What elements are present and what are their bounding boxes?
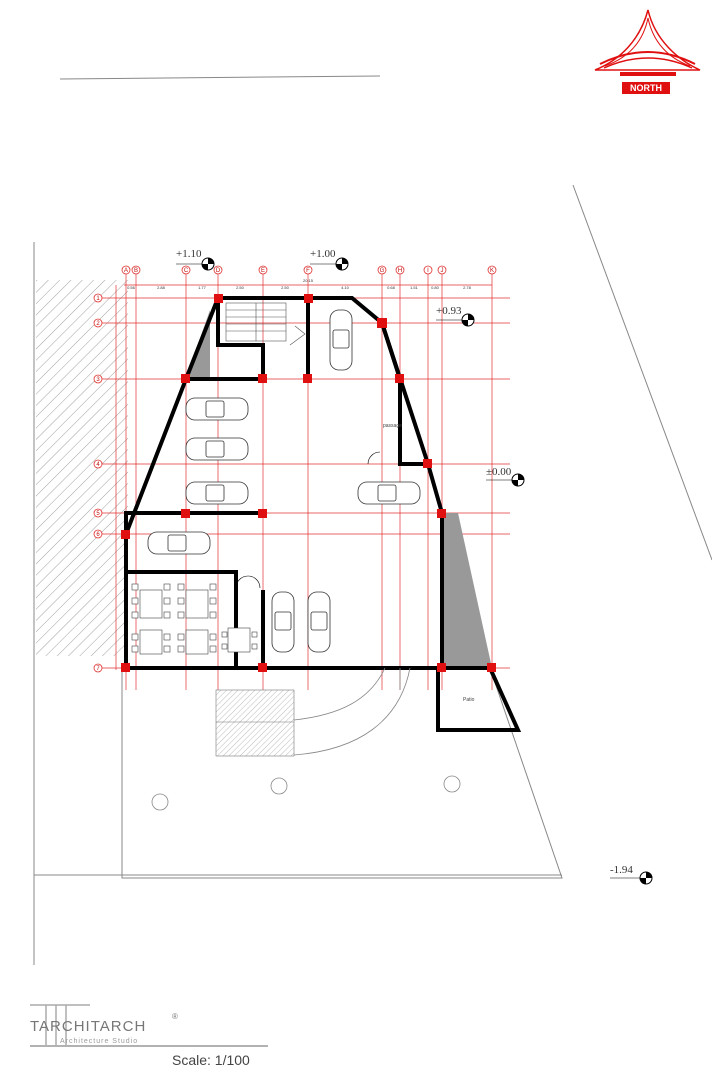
site-lower: [121, 667, 563, 879]
structural-columns: [121, 294, 496, 672]
grid-row-labels: 1 2 3 4 5 6 7: [96, 296, 100, 672]
dim-label: 0.80: [431, 285, 440, 290]
dim-label: 2.50: [281, 285, 290, 290]
level-top-left: +1.10: [176, 248, 202, 260]
room-label-patio: Patio: [463, 697, 475, 703]
grid-row-label: 2: [96, 321, 100, 327]
grid-col-label: J: [441, 268, 444, 274]
grid-col-label: H: [398, 268, 402, 274]
grid-column-bubbles: [121, 265, 497, 275]
north-arrow-icon: [594, 9, 701, 76]
grid-col-label: K: [490, 268, 494, 274]
car-icon: [307, 591, 331, 653]
dim-label: 1.77: [198, 285, 207, 290]
logo-subtitle: Architecture Studio: [60, 1038, 139, 1045]
neighbour-hatch: [36, 280, 128, 656]
grid-col-label: A: [124, 268, 128, 274]
car-icon: [329, 309, 353, 371]
ramp-hatch: [215, 689, 295, 757]
grid-col-label: F: [306, 268, 310, 274]
driveway: [293, 667, 411, 756]
car-icon: [271, 591, 295, 653]
scale-label: Scale: 1/100: [172, 1052, 250, 1068]
grid-row-label: 7: [96, 666, 100, 672]
dim-label: 2.50: [236, 285, 245, 290]
grid-col-label: I: [427, 268, 429, 274]
registered-mark: ®: [172, 1012, 178, 1021]
logo-mark: [30, 1004, 90, 1045]
dim-label: 0.56: [127, 285, 136, 290]
building-walls: [124, 296, 522, 732]
dim-label: 2.78: [463, 285, 472, 290]
grid-row-label: 3: [96, 377, 100, 383]
lamp-markers: [151, 775, 461, 811]
grid-col-label: G: [380, 268, 385, 274]
dim-label: 0.68: [387, 285, 396, 290]
grid-col-label: B: [134, 268, 138, 274]
dim-label: 1.51: [410, 285, 419, 290]
grid-row-bubbles: [93, 293, 103, 673]
car-icon: [185, 481, 249, 505]
grid-column-labels: A B C D E F G H I J K: [124, 268, 494, 274]
grid-col-label: E: [261, 268, 265, 274]
stair: [225, 302, 306, 346]
car-icon: [147, 531, 211, 555]
top-line: [59, 75, 381, 80]
logo-text: TARCHITARCH: [30, 1018, 147, 1035]
level-right-mid: ±0.00: [486, 466, 512, 478]
grid-col-label: C: [184, 268, 189, 274]
site-boundary-right: [572, 184, 712, 561]
grid-col-label: D: [216, 268, 221, 274]
grid-row-label: 1: [96, 296, 100, 302]
car-icon: [185, 437, 249, 461]
door-arc-2: [235, 575, 261, 589]
grid-row-label: 6: [96, 532, 100, 538]
dimension-labels: 0.56 2.88 1.77 2.50 2.50 4.10 0.68 1.51 …: [127, 278, 472, 290]
door-arc: [367, 451, 381, 465]
level-marker-icons: [201, 257, 653, 885]
level-top-center: +1.00: [310, 248, 336, 260]
car-icon: [185, 397, 249, 421]
car-icon: [357, 481, 421, 505]
room-label-passage: passage: [383, 423, 402, 429]
north-label: NORTH: [622, 82, 670, 94]
level-bottom-right: -1.94: [610, 864, 633, 876]
dim-label: 4.10: [341, 285, 350, 290]
level-right-upper: +0.93: [436, 305, 462, 317]
grid-row-label: 4: [96, 462, 100, 468]
restaurant-furniture: [131, 583, 258, 655]
shaded-void-right: [442, 513, 492, 668]
dim-label: 2.88: [157, 285, 166, 290]
parked-cars: [147, 309, 421, 653]
dim-total: 20.15: [303, 278, 314, 283]
grid-row-label: 5: [96, 511, 100, 517]
